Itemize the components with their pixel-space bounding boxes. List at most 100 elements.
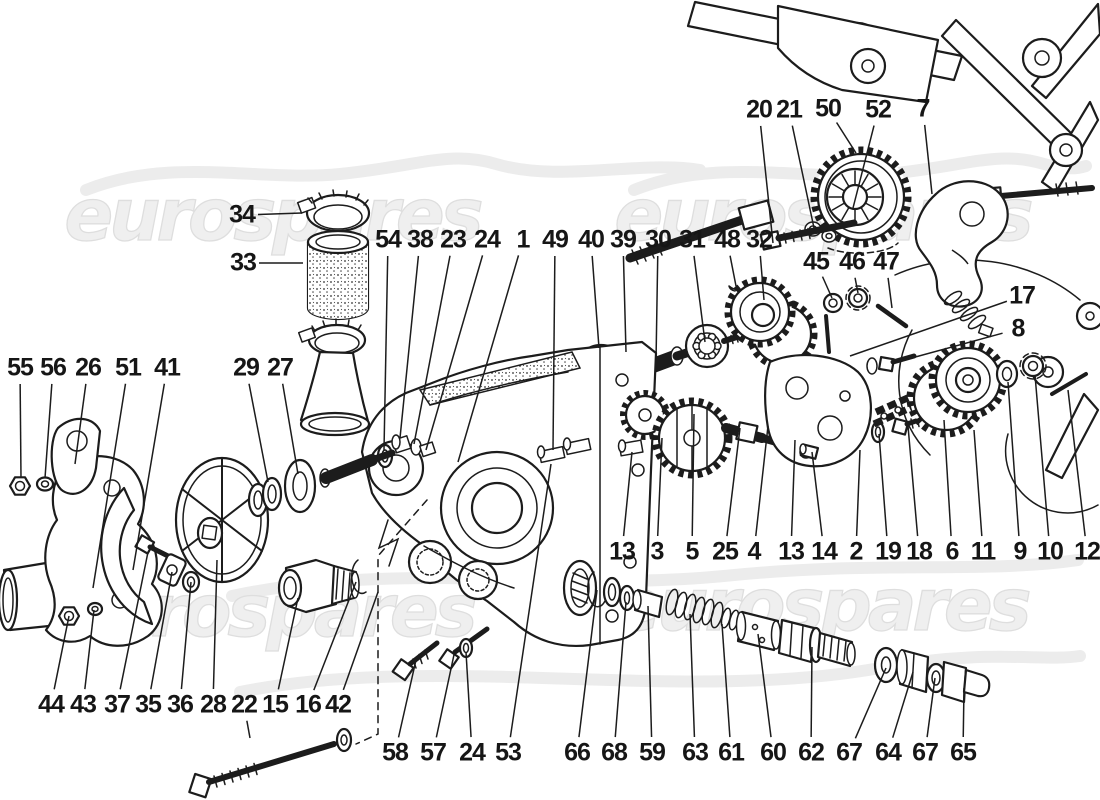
- leader-line: [342, 591, 379, 691]
- leader-line: [150, 571, 173, 690]
- leader-line: [854, 667, 887, 739]
- engine-block-fragment: [625, 0, 1100, 514]
- impeller: [174, 456, 270, 584]
- leader-line: [180, 581, 192, 690]
- leader-line: [399, 255, 420, 439]
- fasteners-bottom: [188, 499, 490, 799]
- drain-fitting: [277, 558, 367, 614]
- leader-line: [281, 383, 299, 475]
- leader-line: [811, 451, 823, 537]
- chain-tensioner: [914, 180, 1009, 338]
- leader-line: [622, 451, 633, 537]
- leader-line: [923, 124, 933, 195]
- leader-line: [962, 687, 965, 738]
- leader-line: [257, 212, 303, 216]
- watermark-text: eurospares: [64, 173, 481, 257]
- hose: [306, 229, 370, 321]
- o-ring: [351, 559, 367, 595]
- watermark-swoosh: [226, 554, 1084, 602]
- leader-line: [465, 651, 472, 738]
- leader-line: [849, 300, 1008, 357]
- leader-line: [821, 276, 833, 299]
- bolt: [391, 640, 440, 682]
- water-pump-exploded: [0, 417, 396, 647]
- sprocket-bolt: [759, 219, 858, 251]
- oil-pump-assembly: [620, 285, 1088, 479]
- leader-line: [425, 255, 484, 451]
- leader-line: [74, 383, 87, 465]
- ring: [618, 584, 636, 612]
- watermark-swoosh: [234, 650, 1086, 698]
- leader-line: [647, 605, 653, 738]
- leader-line: [691, 413, 695, 537]
- leader-line: [92, 383, 127, 589]
- leader-line: [757, 633, 772, 738]
- leader-line: [53, 615, 70, 690]
- valve-body: [777, 618, 856, 668]
- leader-line: [614, 601, 627, 738]
- leader-line: [878, 433, 888, 537]
- oil-pump-sprocket: [906, 340, 1008, 438]
- bolt: [866, 353, 917, 375]
- leader-line: [591, 255, 600, 349]
- leader-lines: [19, 122, 1086, 739]
- leader-line: [755, 425, 769, 537]
- leader-line: [1007, 381, 1020, 537]
- hose-clamp-upper: [296, 189, 371, 233]
- leader-line: [655, 255, 659, 363]
- washer: [35, 476, 55, 492]
- leader-line: [973, 429, 983, 537]
- leader-line: [759, 125, 774, 244]
- castle-nut: [1019, 352, 1047, 380]
- leader-line: [907, 425, 919, 537]
- relief-valve-exploded: [586, 571, 991, 704]
- leader-line: [855, 449, 861, 537]
- nut: [8, 476, 32, 496]
- leader-line: [656, 437, 663, 537]
- leader-line: [852, 125, 875, 209]
- support-arm: [50, 417, 102, 495]
- leader-line: [84, 609, 95, 690]
- shaft-sprocket: [724, 276, 818, 370]
- washer: [822, 292, 844, 314]
- plug: [799, 443, 820, 460]
- circlip: [586, 571, 606, 608]
- leader-line: [622, 255, 627, 353]
- dowel-pin: [875, 303, 909, 329]
- leader-line: [791, 125, 815, 229]
- bearing: [684, 323, 730, 369]
- long-bolt: [188, 727, 353, 799]
- leader-line: [693, 255, 706, 343]
- watermark-swoosh: [80, 152, 706, 196]
- leader-line: [19, 383, 22, 479]
- leader-line: [810, 646, 813, 738]
- leader-line: [313, 581, 357, 691]
- leader-line: [926, 677, 936, 738]
- washer: [995, 359, 1019, 389]
- leader-line: [854, 277, 859, 294]
- leader-line: [435, 649, 456, 738]
- leader-line: [689, 613, 696, 738]
- leader-line: [1067, 389, 1086, 537]
- leader-line: [887, 277, 893, 309]
- leader-line: [457, 255, 520, 463]
- water-inlet-pipe: [299, 350, 371, 437]
- clamp-bolt: [134, 534, 173, 560]
- spring-seat: [632, 588, 664, 619]
- impeller-shaft: [319, 449, 396, 488]
- assembly-dashed-line: [355, 499, 428, 745]
- hose-assembly: [296, 189, 371, 437]
- cam-drive-sprocket: [759, 146, 912, 254]
- cap-plug: [940, 660, 991, 704]
- nut: [418, 441, 437, 458]
- split-pin: [1050, 372, 1088, 396]
- leader-line: [835, 122, 857, 154]
- leader-line: [759, 255, 765, 301]
- leader-line: [132, 383, 166, 571]
- oil-pump-plate: [764, 314, 872, 468]
- washer: [870, 420, 886, 444]
- leader-line: [729, 255, 737, 287]
- leader-line: [578, 589, 598, 738]
- leader-line: [119, 551, 149, 690]
